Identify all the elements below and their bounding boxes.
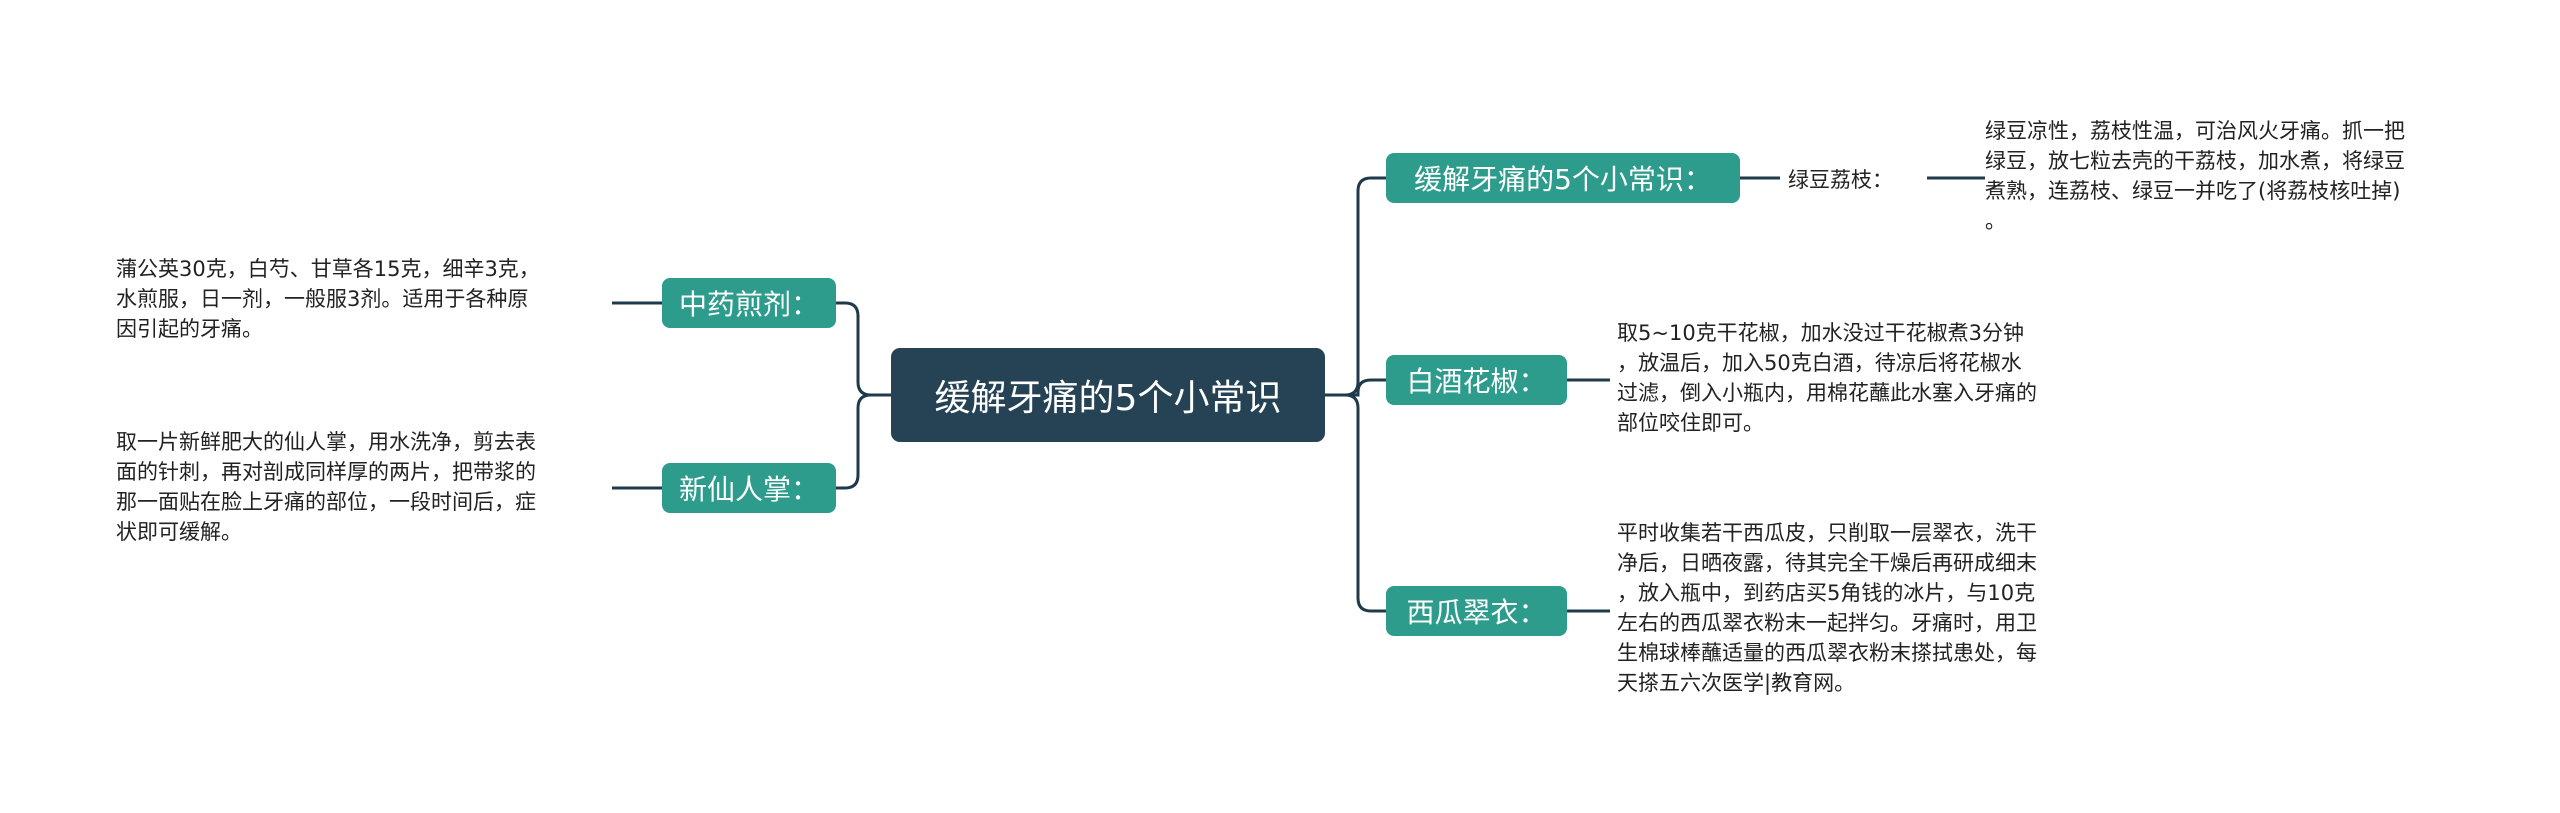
note-line: 因引起的牙痛。 bbox=[116, 317, 263, 341]
note-line: 那一面贴在脸上牙痛的部位，一段时间后，症 bbox=[116, 490, 536, 514]
note-line: 。 bbox=[1985, 209, 2006, 233]
note-line: 取一片新鲜肥大的仙人掌，用水洗净，剪去表 bbox=[116, 430, 536, 454]
note-line: 绿豆凉性，荔枝性温，可治风火牙痛。抓一把 bbox=[1985, 119, 2405, 143]
topic-right-3[interactable]: 西瓜翠衣： bbox=[1386, 586, 1567, 636]
note-left-1: 蒲公英30克，白芍、甘草各15克，细辛3克， 水煎服，日一剂，一般服3剂。适用于… bbox=[116, 254, 540, 344]
topic-left-1[interactable]: 中药煎剂： bbox=[662, 278, 836, 328]
connector-root-to-right-2 bbox=[1325, 378, 1386, 397]
connector-root-to-right-1 bbox=[1325, 176, 1386, 397]
note-line: 净后，日晒夜露，待其完全干燥后再研成细末 bbox=[1617, 551, 2037, 575]
note-line: ，放温后，加入50克白酒，待凉后将花椒水 bbox=[1617, 351, 2022, 375]
connector-root-to-left-1 bbox=[836, 301, 891, 397]
note-line: 生棉球棒蘸适量的西瓜翠衣粉末搽拭患处，每 bbox=[1617, 641, 2037, 665]
connector-root-to-right-3 bbox=[1325, 393, 1386, 613]
note-right-1: 绿豆凉性，荔枝性温，可治风火牙痛。抓一把 绿豆，放七粒去壳的干荔枝，加水煮，将绿… bbox=[1985, 116, 2405, 236]
topic-right-1[interactable]: 缓解牙痛的5个小常识： bbox=[1386, 153, 1740, 203]
note-line: 状即可缓解。 bbox=[116, 520, 242, 544]
topic-right-2[interactable]: 白酒花椒： bbox=[1386, 355, 1567, 405]
note-line: ，放入瓶中，到药店买5角钱的冰片，与10克 bbox=[1617, 581, 2036, 605]
note-line: 过滤，倒入小瓶内，用棉花蘸此水塞入牙痛的 bbox=[1617, 381, 2037, 405]
note-left-2: 取一片新鲜肥大的仙人掌，用水洗净，剪去表 面的针刺，再对剖成同样厚的两片，把带浆… bbox=[116, 427, 536, 547]
root-topic[interactable]: 缓解牙痛的5个小常识 bbox=[891, 348, 1325, 442]
note-line: 绿豆，放七粒去壳的干荔枝，加水煮，将绿豆 bbox=[1985, 149, 2405, 173]
note-line: 蒲公英30克，白芍、甘草各15克，细辛3克， bbox=[116, 257, 540, 281]
note-line: 天搽五六次医学|教育网。 bbox=[1617, 671, 1856, 695]
topic-left-2[interactable]: 新仙人掌： bbox=[662, 463, 836, 513]
note-line: 面的针刺，再对剖成同样厚的两片，把带浆的 bbox=[116, 460, 536, 484]
note-line: 取5~10克干花椒，加水没过干花椒煮3分钟 bbox=[1617, 321, 2025, 345]
note-line: 部位咬住即可。 bbox=[1617, 411, 1764, 435]
note-line: 煮熟，连荔枝、绿豆一并吃了(将荔枝核吐掉) bbox=[1985, 179, 2401, 203]
note-right-3: 平时收集若干西瓜皮，只削取一层翠衣，洗干 净后，日晒夜露，待其完全干燥后再研成细… bbox=[1617, 518, 2037, 698]
note-line: 水煎服，日一剂，一般服3剂。适用于各种原 bbox=[116, 287, 529, 311]
note-line: 左右的西瓜翠衣粉末一起拌匀。牙痛时，用卫 bbox=[1617, 611, 2037, 635]
note-right-2: 取5~10克干花椒，加水没过干花椒煮3分钟 ，放温后，加入50克白酒，待凉后将花… bbox=[1617, 318, 2037, 438]
note-line: 平时收集若干西瓜皮，只削取一层翠衣，洗干 bbox=[1617, 521, 2037, 545]
connector-root-to-left-2 bbox=[836, 393, 891, 490]
subtopic-lvdou-lizhi[interactable]: 绿豆荔枝： bbox=[1788, 168, 1893, 192]
